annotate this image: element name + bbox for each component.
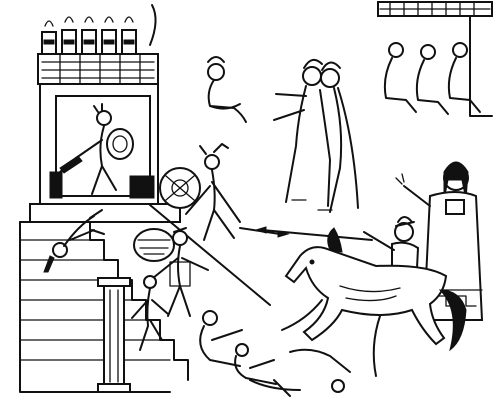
temple-column	[97, 277, 131, 393]
shield-center-lower	[133, 228, 175, 262]
mounted-conquistador	[254, 216, 467, 377]
temple-idol	[49, 171, 63, 199]
temple-braziers	[41, 4, 157, 55]
spear-warrior-center	[149, 143, 290, 306]
lance	[261, 229, 373, 241]
spanish-soldier-left	[147, 227, 209, 317]
warrior-with-shield	[59, 103, 134, 195]
round-shield	[106, 128, 134, 160]
shields-center	[129, 167, 201, 262]
warrior-left-lower	[131, 275, 169, 351]
temple	[19, 4, 189, 393]
horse-tail	[438, 289, 467, 352]
robe-emblem	[445, 199, 465, 215]
horse	[281, 227, 467, 377]
standing-nobles	[273, 58, 359, 213]
fallen-figures-bottom	[199, 310, 351, 397]
temple-roof-pattern	[41, 53, 155, 85]
top-right-panel	[377, 1, 493, 117]
temple-platform	[29, 203, 181, 223]
spear-center	[149, 204, 271, 306]
macuahuitl-club	[59, 155, 83, 174]
horse-mane	[327, 227, 343, 253]
floating-seated-figure	[207, 56, 247, 123]
seated-figures	[383, 42, 481, 115]
fallen-figure-stairs	[43, 209, 105, 273]
